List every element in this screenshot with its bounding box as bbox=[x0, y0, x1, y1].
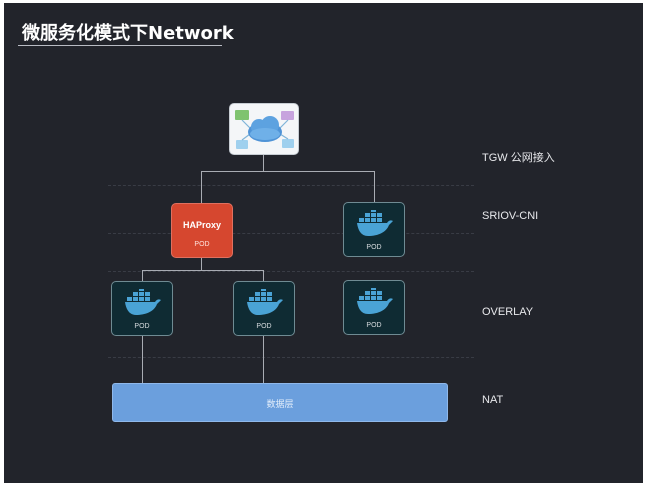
haproxy-pod-node: HAProxy POD bbox=[171, 203, 233, 258]
layer-label-tgw: TGW 公网接入 bbox=[482, 152, 555, 164]
connector-line bbox=[374, 171, 375, 202]
slide-canvas: 微服务化模式下Network TGW 公网接入 SRIOV-CNI OVERLA… bbox=[4, 3, 643, 483]
slide-title: 微服务化模式下Network bbox=[22, 23, 234, 44]
overlay-pod-node: POD bbox=[343, 280, 405, 335]
pod-label: POD bbox=[134, 323, 150, 330]
connector-line bbox=[142, 270, 264, 271]
layer-label-nat: NAT bbox=[482, 394, 504, 406]
haproxy-pod-label: POD bbox=[194, 241, 210, 248]
docker-whale-icon bbox=[125, 289, 161, 315]
tgw-entry-node bbox=[229, 103, 299, 155]
pod-label: POD bbox=[366, 322, 382, 329]
connector-line bbox=[142, 336, 143, 383]
overlay-pod-node: POD bbox=[111, 281, 173, 336]
layer-divider bbox=[108, 233, 474, 234]
connector-line bbox=[263, 336, 264, 383]
title-underline bbox=[18, 45, 222, 46]
connector-line bbox=[201, 258, 202, 270]
docker-whale-icon bbox=[357, 288, 393, 314]
pod-label: POD bbox=[366, 244, 382, 251]
connector-line bbox=[142, 270, 143, 281]
layer-divider bbox=[108, 271, 474, 272]
layer-divider bbox=[108, 185, 474, 186]
data-layer-label: 数据层 bbox=[266, 399, 294, 409]
connector-line bbox=[201, 171, 202, 203]
layer-divider bbox=[108, 357, 474, 358]
pod-label: POD bbox=[256, 323, 272, 330]
cloud-network-icon bbox=[235, 110, 294, 149]
docker-whale-icon bbox=[357, 210, 393, 236]
connector-line bbox=[201, 171, 375, 172]
data-layer-bar: 数据层 bbox=[112, 383, 448, 422]
docker-whale-icon bbox=[247, 289, 283, 315]
layer-label-sriov: SRIOV-CNI bbox=[482, 210, 539, 222]
overlay-pod-node: POD bbox=[233, 281, 295, 336]
connector-line bbox=[263, 270, 264, 281]
layer-label-overlay: OVERLAY bbox=[482, 306, 534, 318]
sriov-pod-node: POD bbox=[343, 202, 405, 257]
haproxy-label: HAProxy bbox=[182, 220, 221, 230]
connector-line bbox=[263, 155, 264, 171]
